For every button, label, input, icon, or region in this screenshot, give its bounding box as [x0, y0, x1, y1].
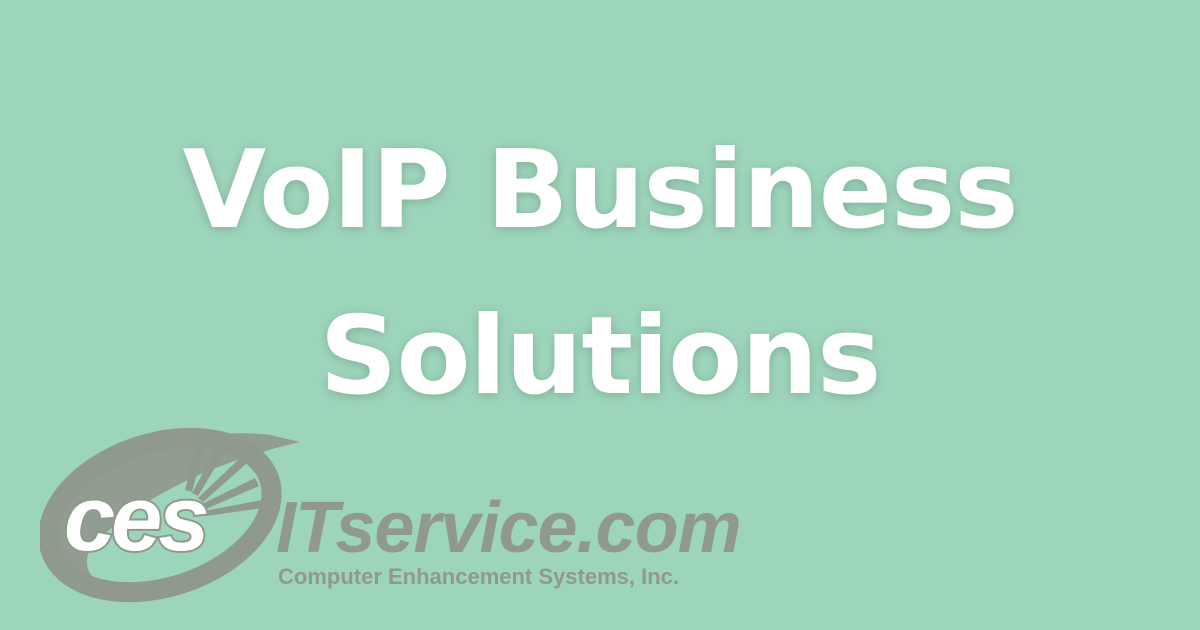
page-title: VoIP Business Solutions: [0, 108, 1200, 440]
swoosh-icon: [40, 427, 300, 603]
logo-company-text: Computer Enhancement Systems, Inc.: [278, 564, 679, 589]
title-line-1: VoIP Business: [182, 128, 1018, 253]
logo-mark-text: ces: [64, 468, 207, 570]
logo-domain-text: ITservice.com: [276, 488, 741, 568]
company-logo: ces ITservice.com Computer Enhancement S…: [40, 427, 742, 603]
title-line-2: Solutions: [319, 294, 882, 419]
